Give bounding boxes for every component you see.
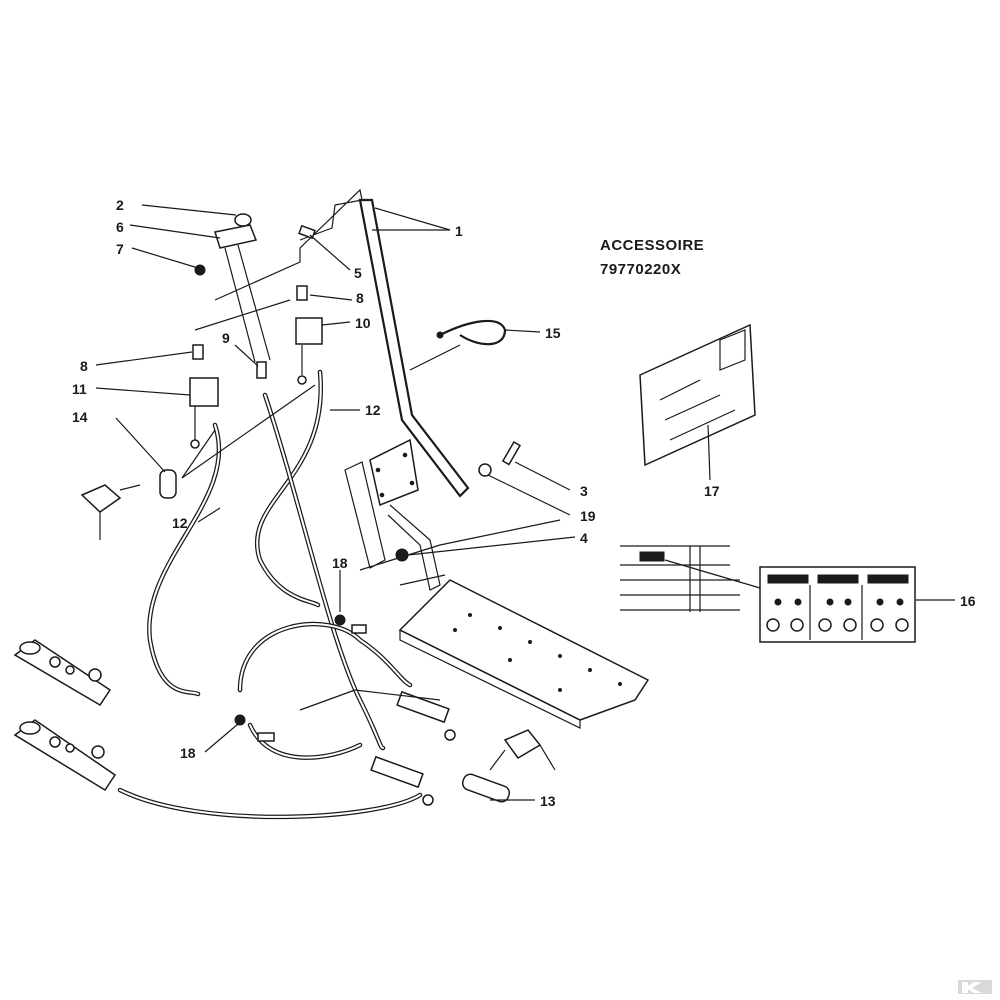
part-16-control-decal xyxy=(759,566,916,643)
part-8-fitting-lower xyxy=(192,344,204,360)
part-12-hydraulic-hose-right xyxy=(254,369,324,608)
part-10-solenoid-valve xyxy=(189,377,219,449)
callout-7: 7 xyxy=(116,241,124,257)
callout-6: 6 xyxy=(116,219,124,235)
hydraulic-hose-long xyxy=(262,392,386,751)
accessory-title: ACCESSOIRE xyxy=(600,237,704,254)
part-12-hydraulic-hose-left xyxy=(147,422,222,697)
brand-logo-icon xyxy=(958,980,992,994)
callout-17: 17 xyxy=(704,483,720,499)
callout-9: 9 xyxy=(222,330,230,346)
part-3-bolt xyxy=(501,440,521,466)
part-15-cable xyxy=(436,319,507,346)
part-7-plug xyxy=(194,264,206,276)
part-2-cap xyxy=(234,213,252,227)
callout-18-lower: 18 xyxy=(180,745,196,761)
electric-plug-left xyxy=(80,484,141,540)
part-5-screw xyxy=(298,224,316,240)
part-17-manual-sheet xyxy=(639,323,756,467)
mounting-plate xyxy=(344,438,446,591)
frame-outline xyxy=(194,188,561,571)
part-9-fitting xyxy=(256,361,267,379)
part-18-fitting-lower xyxy=(234,714,275,742)
callout-14: 14 xyxy=(72,409,88,425)
accessory-code: 79770220X xyxy=(600,261,681,278)
part-11-solenoid-valve xyxy=(295,317,323,385)
callout-5: 5 xyxy=(354,265,362,281)
part-1-support-bar xyxy=(358,198,470,498)
part-19-washer xyxy=(478,463,492,477)
hydraulic-cylinder-lower xyxy=(13,719,117,792)
part-14-sleeve xyxy=(159,469,177,499)
part-4-nut xyxy=(395,548,409,562)
callout-4: 4 xyxy=(580,530,588,546)
callout-1: 1 xyxy=(455,223,463,239)
part-8-fitting-upper xyxy=(296,285,308,301)
callouts: 2 6 7 5 8 10 8 9 11 14 12 12 1 15 3 19 4… xyxy=(72,197,976,809)
cylinder-right-upper xyxy=(396,690,456,741)
part-13-sleeve xyxy=(461,773,511,803)
cylinder-right-lower xyxy=(370,755,434,806)
callout-10: 11 xyxy=(72,381,87,397)
hydraulic-hose-loop xyxy=(117,621,423,820)
callout-11: 10 xyxy=(355,315,371,331)
callout-2: 2 xyxy=(116,197,124,213)
hydraulic-cylinder-upper xyxy=(13,639,112,707)
lever-panel-pictogram xyxy=(620,545,761,612)
electric-plug-right xyxy=(489,729,556,771)
callout-18-upper: 18 xyxy=(332,555,348,571)
callout-16: 16 xyxy=(960,593,976,609)
callout-3: 3 xyxy=(580,483,588,499)
callout-8-lower: 8 xyxy=(80,358,88,374)
leader-lines xyxy=(95,204,955,801)
callout-12-left: 12 xyxy=(172,515,188,531)
callout-13: 13 xyxy=(540,793,556,809)
part-18-fitting-upper xyxy=(334,614,367,634)
callout-15: 15 xyxy=(545,325,561,341)
base-plate xyxy=(398,579,650,729)
callout-19: 19 xyxy=(580,508,596,524)
callout-12-right: 12 xyxy=(365,402,381,418)
callout-8-upper: 8 xyxy=(356,290,364,306)
part-6-manifold xyxy=(214,224,271,363)
